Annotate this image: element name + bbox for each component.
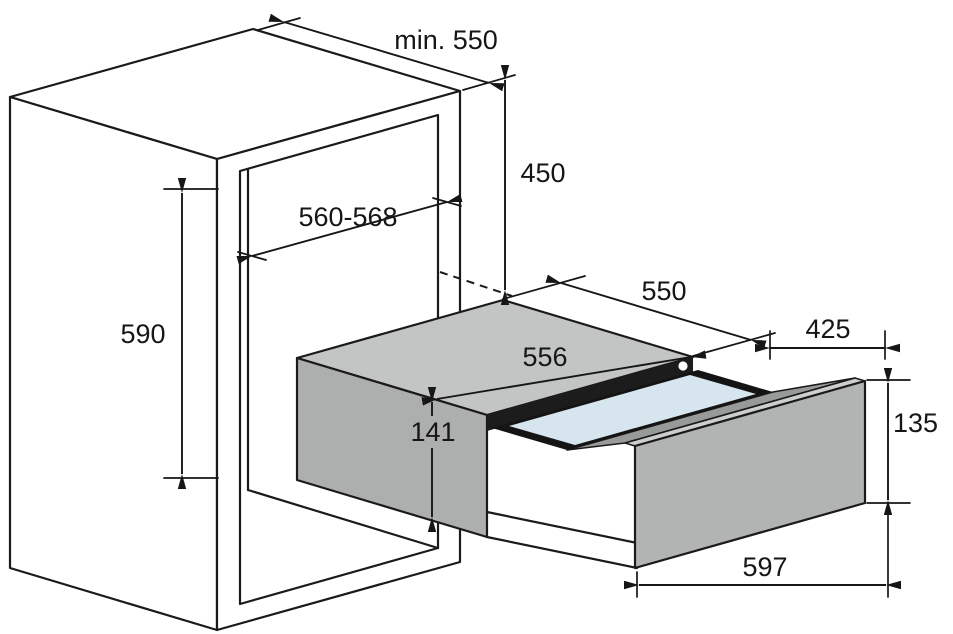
dim-upper-niche-height: 450 — [500, 65, 566, 305]
dim-cabinet-depth: min. 550 — [257, 13, 516, 92]
dim-niche-width: 560-568 — [236, 193, 463, 265]
dimension-arrow — [268, 13, 505, 92]
dim-label-niche-width: 560-568 — [298, 202, 397, 232]
dim-front-height: 135 — [866, 368, 938, 515]
extension-line — [692, 332, 776, 357]
dim-label-niche-height: 590 — [120, 319, 165, 349]
dim-label-appliance-height: 141 — [410, 417, 455, 447]
cabinet-side-face — [8, 95, 219, 632]
kitchen-cabinet — [8, 27, 462, 632]
dim-label-pullout-clearance: 425 — [805, 314, 850, 344]
dim-pullout-clearance: 425 — [755, 314, 900, 360]
dimension-arrow — [421, 350, 707, 406]
dim-label-cabinet-depth: min. 550 — [394, 25, 498, 55]
dim-front-width: 597 — [624, 508, 901, 598]
dim-appliance-width: 556 — [421, 342, 707, 406]
dim-label-appliance-width: 556 — [522, 342, 567, 372]
dim-appliance-depth: 550 — [502, 274, 776, 357]
dimension-arrow — [236, 193, 463, 265]
dim-niche-height: 590 — [120, 178, 219, 489]
reference-dashed-line — [439, 271, 513, 297]
drawer-rail-lower — [485, 535, 639, 570]
release-button — [676, 359, 690, 373]
drawer-rail-upper — [485, 510, 639, 545]
dim-label-front-height: 135 — [893, 408, 938, 438]
niche-floor-edge — [246, 488, 440, 550]
dim-label-front-width: 597 — [742, 552, 787, 582]
drawer-front-panel — [633, 379, 867, 570]
dim-label-appliance-depth: 550 — [641, 276, 686, 306]
dim-appliance-height: 141 — [410, 387, 456, 532]
dimension-arrow — [545, 274, 767, 349]
dim-label-upper-niche-height: 450 — [520, 158, 565, 188]
